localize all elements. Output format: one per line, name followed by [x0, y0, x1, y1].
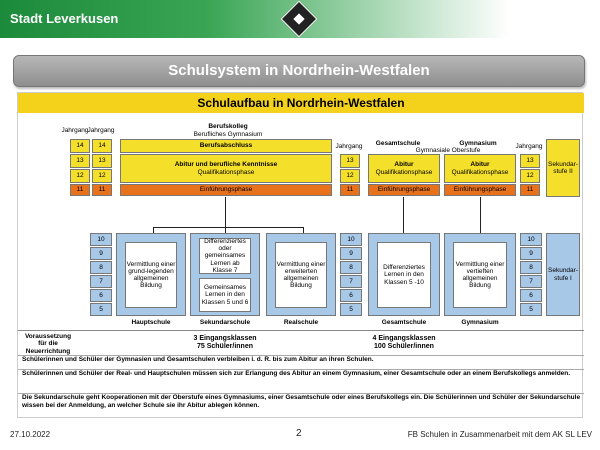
sek-requirement: 3 Eingangsklassen 75 Schüler/innen [193, 335, 257, 351]
year-cell: 11 [520, 184, 540, 196]
gym-abitur-box: Abitur Qualifikationsphase [444, 154, 516, 183]
voraussetzung-label: Voraussetzung für die Neuerrichtung [24, 333, 72, 355]
year-cell: 7 [520, 275, 542, 288]
city-logo-icon [280, 0, 318, 38]
note-2: Schülerinnen und Schüler der Real- und H… [18, 369, 584, 393]
connector-line [480, 197, 481, 241]
row-divider [18, 330, 584, 331]
year-cell: 13 [70, 154, 90, 168]
connector-line [225, 197, 226, 227]
header-bar: Stadt Leverkusen [0, 0, 600, 38]
berufl-gym-label: Berufliches Gymnasium [193, 131, 263, 138]
sek-text2-box: Gemeinsames Lernen in den Klassen 5 und … [199, 278, 251, 312]
year-cell: 12 [70, 169, 90, 183]
gym-einfuehrung-box: Einführungsphase [444, 184, 516, 196]
gesamtschule-header: Gesamtschule [375, 140, 421, 147]
school-diagram: Schulaufbau in Nordrhein-Westfalen Jahrg… [17, 92, 584, 419]
berufsabschluss-box: Berufsabschluss [120, 139, 332, 153]
slide-title-bar: Schulsystem in Nordrhein-Westfalen [13, 55, 585, 87]
year-cell: 10 [340, 233, 362, 246]
gym-oberstufe-label: Gymnasiale Oberstufe [415, 147, 481, 154]
year-cell: 12 [520, 169, 540, 183]
footer-date: 27.10.2022 [10, 430, 51, 439]
year-cell: 13 [340, 154, 360, 168]
year-cell: 14 [70, 139, 90, 153]
hauptschule-block: Vermittlung einer grund-legenden allgeme… [116, 233, 186, 316]
year-cell: 11 [340, 184, 360, 196]
year-cell: 8 [90, 261, 112, 274]
year-cell: 9 [520, 247, 542, 260]
qualifikationsphase-text: Qualifikationsphase [375, 168, 433, 176]
year-cell: 11 [92, 184, 112, 196]
year-cell: 7 [90, 275, 112, 288]
hauptschule-label: Hauptschule [131, 319, 171, 326]
gesamtschule-label: Gesamtschule [381, 319, 427, 326]
real-text-box: Vermittlung einer erweiterten allgemeine… [275, 242, 327, 308]
year-cell: 7 [340, 275, 362, 288]
realschule-block: Vermittlung einer erweiterten allgemeine… [266, 233, 336, 316]
year-cell: 13 [92, 154, 112, 168]
year-cell: 13 [520, 154, 540, 168]
year-cell: 6 [90, 289, 112, 302]
jahrgang-label-4: Jahrgang [515, 143, 543, 150]
footer-source: FB Schulen in Zusammenarbeit mit dem AK … [407, 430, 592, 439]
year-cell: 6 [520, 289, 542, 302]
gymnasium-block: Vermittlung einer vertieften allgemeinen… [444, 233, 516, 316]
year-cell: 5 [340, 303, 362, 316]
qualifikationsphase-text: Qualifikationsphase [197, 168, 255, 176]
year-cell: 12 [340, 169, 360, 183]
year-cell: 12 [92, 169, 112, 183]
note-3: Die Sekundarschule geht Kooperationen mi… [18, 393, 584, 419]
year-cell: 14 [92, 139, 112, 153]
year-cell: 9 [90, 247, 112, 260]
connector-line [153, 227, 303, 228]
abitur-kenntnisse-box: Abitur und berufliche Kenntnisse Qualifi… [120, 154, 332, 183]
ges-text-box: Differenziertes Lernen in den Klassen 5 … [377, 242, 431, 308]
gesamtschule-block: Differenziertes Lernen in den Klassen 5 … [368, 233, 440, 316]
abitur-kenntnisse-text: Abitur und berufliche Kenntnisse [174, 161, 278, 169]
year-cell: 9 [340, 247, 362, 260]
qualifikationsphase-text: Qualifikationsphase [451, 168, 509, 176]
year-cell: 11 [70, 184, 90, 196]
sekundarschule-block: Differenziertes oder gemeinsames Lernen … [190, 233, 260, 316]
sek-text1-box: Differenziertes oder gemeinsames Lernen … [199, 238, 251, 274]
gymnasium-header: Gymnasium [459, 140, 497, 147]
slide-title: Schulsystem in Nordrhein-Westfalen [168, 62, 430, 79]
sekundarstufe-i-box: Sekundar-stufe I [546, 233, 580, 316]
footer-page: 2 [296, 428, 302, 439]
jahrgang-label: Jahrgang [61, 127, 89, 134]
haupt-text-box: Vermittlung einer grund-legenden allgeme… [125, 242, 177, 308]
jahrgang-label-2: Jahrgang [87, 127, 115, 134]
realschule-label: Realschule [283, 319, 319, 326]
abitur-text: Abitur [394, 161, 414, 169]
gym-text-box: Vermittlung einer vertieften allgemeinen… [453, 242, 507, 308]
einfuehrungsphase-box: Einführungsphase [120, 184, 332, 196]
gesamt-abitur-box: Abitur Qualifikationsphase [368, 154, 440, 183]
year-cell: 6 [340, 289, 362, 302]
gymnasium-label: Gymnasium [461, 319, 499, 326]
gesamt-einfuehrung-box: Einführungsphase [368, 184, 440, 196]
abitur-text: Abitur [470, 161, 490, 169]
note-1: Schülerinnen und Schüler der Gymnasien u… [18, 355, 584, 369]
jahrgang-label-3: Jahrgang [335, 143, 363, 150]
brand-name: Stadt Leverkusen [10, 11, 119, 26]
sekundarschule-label: Sekundarschule [199, 319, 251, 326]
sekundarstufe-ii-box: Sekundar-stufe II [546, 139, 580, 197]
year-cell: 5 [520, 303, 542, 316]
ges-requirement: 4 Eingangsklassen 100 Schüler/innen [372, 335, 436, 351]
year-cell: 10 [520, 233, 542, 246]
berufskolleg-label: Berufskolleg [208, 123, 248, 130]
year-cell: 8 [520, 261, 542, 274]
diagram-title: Schulaufbau in Nordrhein-Westfalen [18, 93, 584, 113]
year-cell: 10 [90, 233, 112, 246]
year-cell: 8 [340, 261, 362, 274]
year-cell: 5 [90, 303, 112, 316]
connector-line [403, 197, 404, 241]
